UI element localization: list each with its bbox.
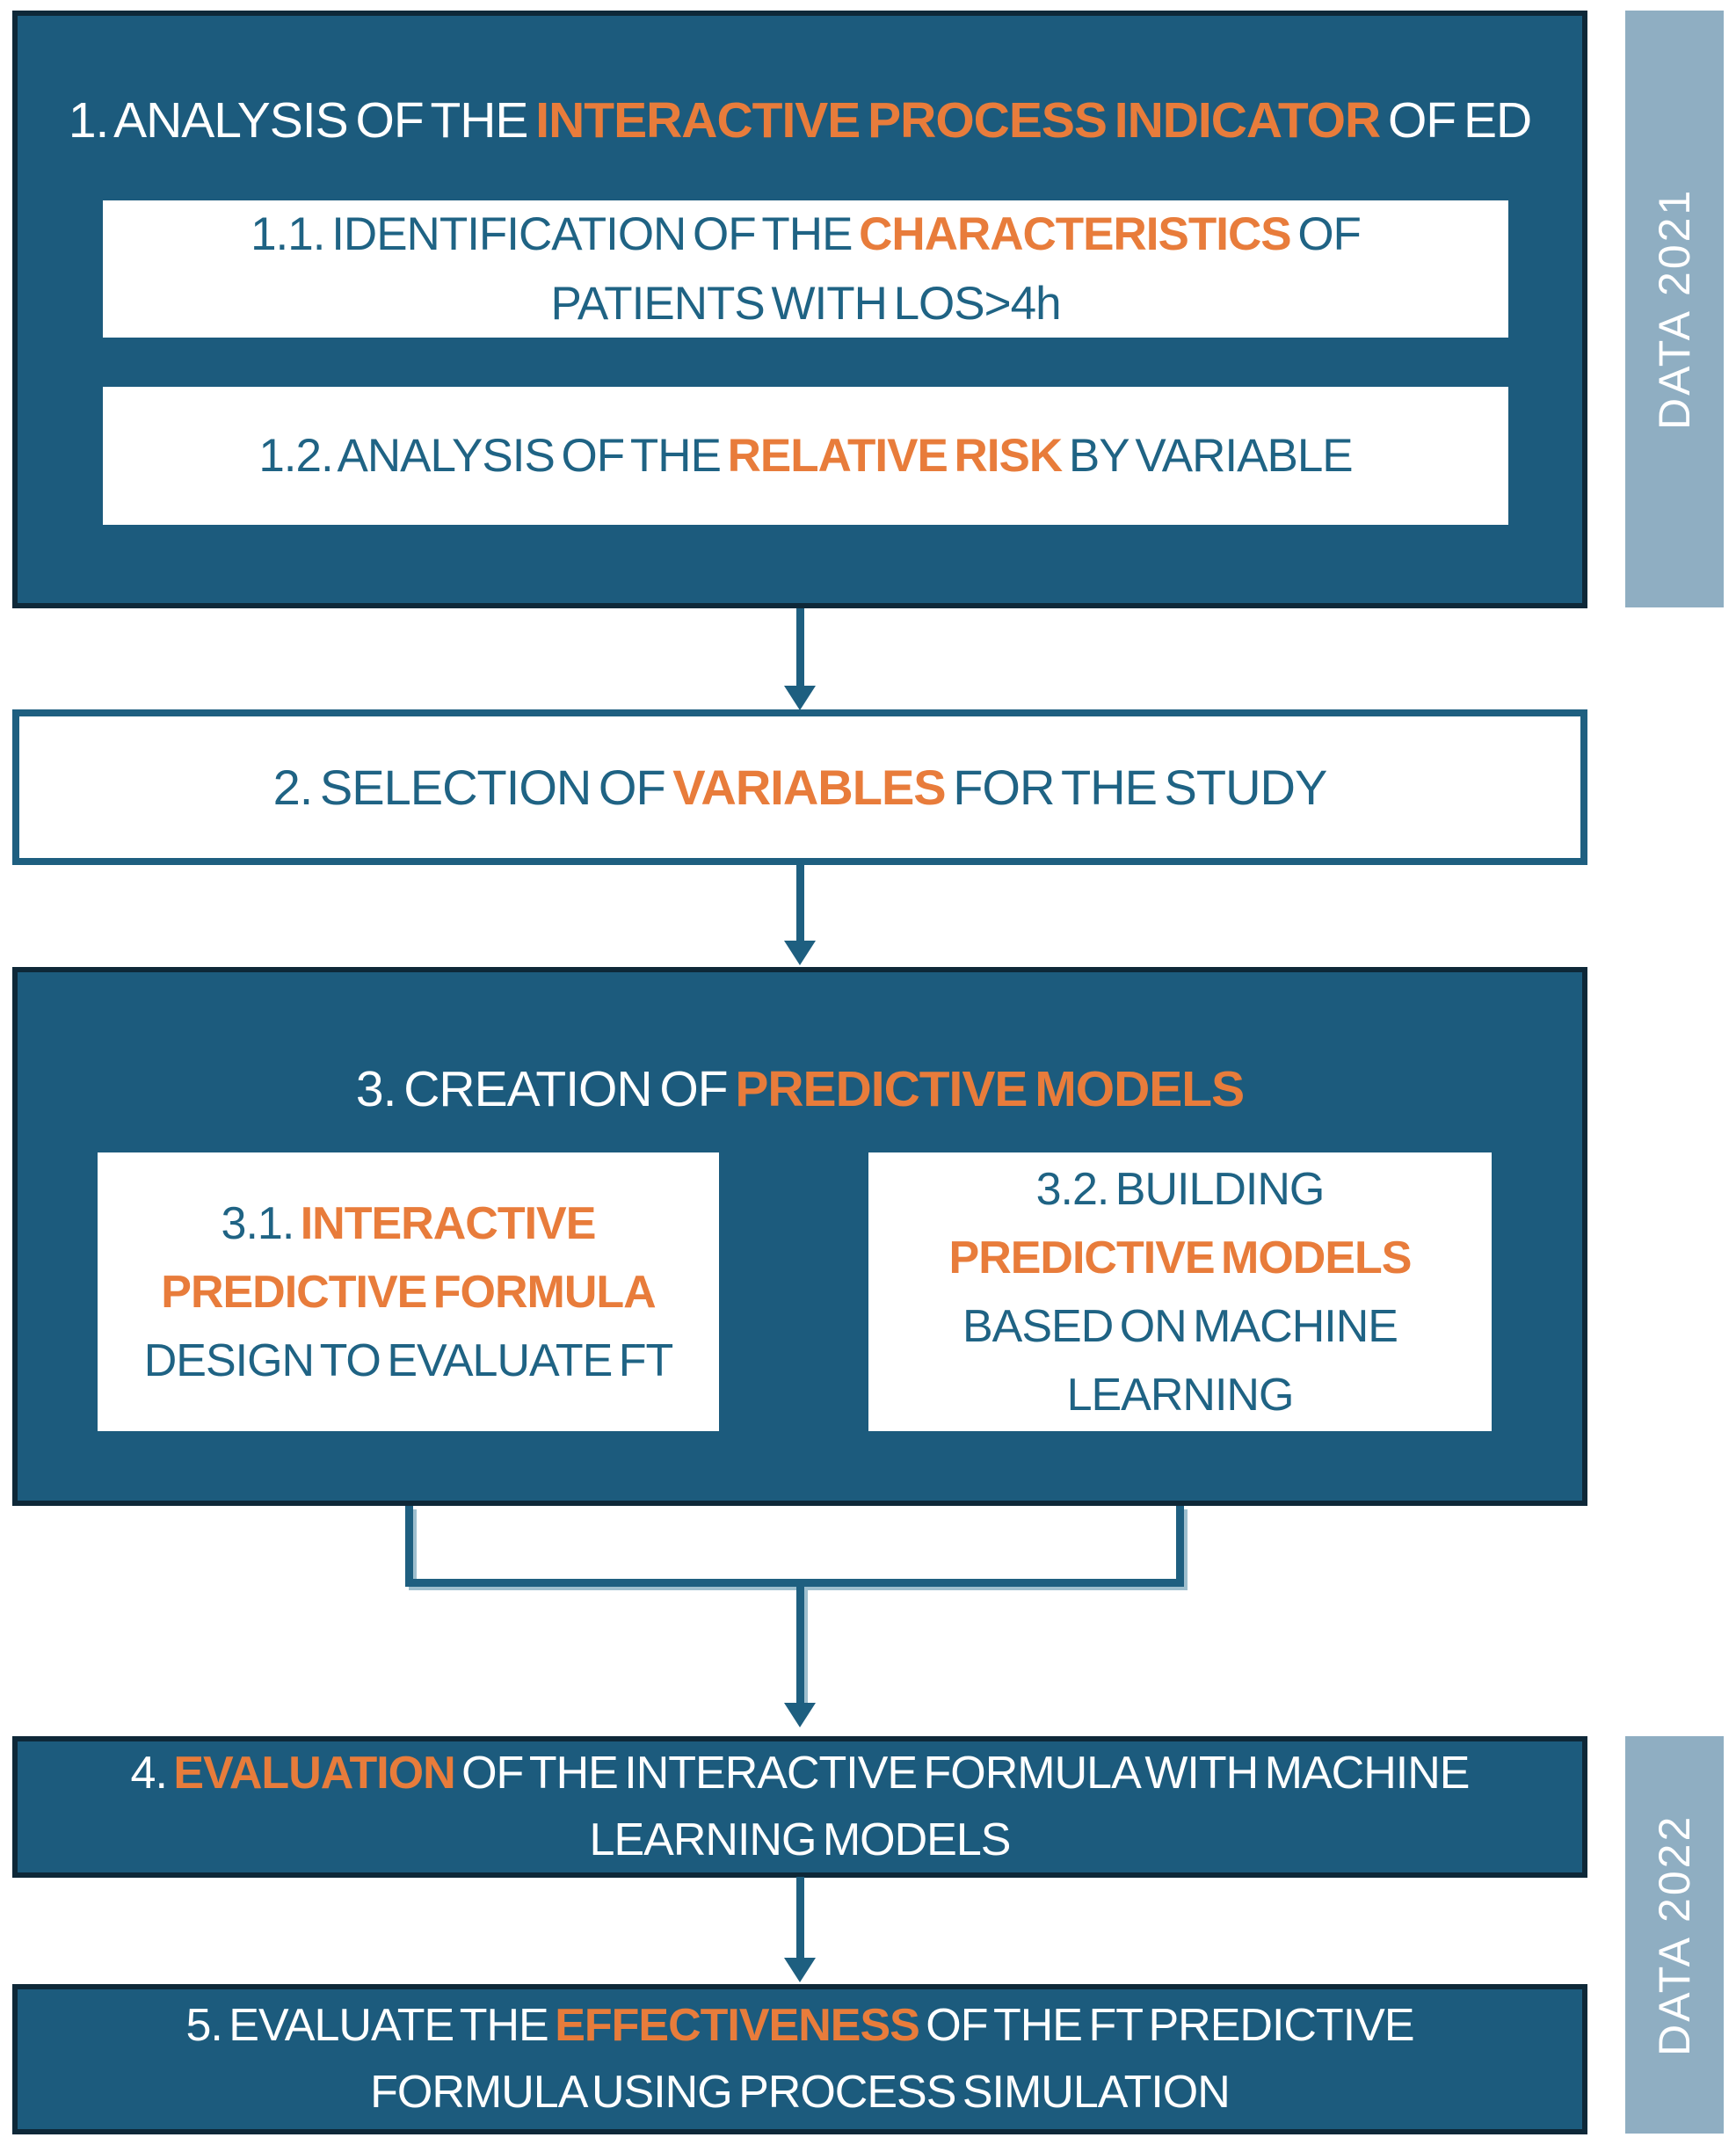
arrow-step4-to-step5-head xyxy=(784,1958,816,1982)
step5-box: 5. EVALUATE THE EFFECTIVENESS OF THE FT … xyxy=(12,1984,1587,2134)
step3-sub1-num: 3.1. xyxy=(221,1197,301,1249)
step3-title-pre: 3. CREATION OF xyxy=(355,1061,736,1117)
step3-title-highlight: PREDICTIVE MODELS xyxy=(735,1061,1245,1117)
merge-connector-bar xyxy=(405,1579,1184,1587)
step2-box: 2. SELECTION OF VARIABLES FOR THE STUDY xyxy=(12,709,1587,865)
step3-sub2-line1: 3.2. BUILDING xyxy=(1035,1163,1326,1215)
step3-sub1-highlight-2: PREDICTIVE FORMULA xyxy=(161,1266,656,1318)
step1-sub1-pre: 1.1. IDENTIFICATION OF THE xyxy=(251,207,860,260)
step4-line1: 4. EVALUATION OF THE INTERACTIVE FORMULA… xyxy=(18,1741,1582,1807)
step1-title-post: OF ED xyxy=(1380,92,1532,149)
step1-title: 1. ANALYSIS OF THE INTERACTIVE PROCESS I… xyxy=(18,91,1582,149)
step5-line2-text: FORMULA USING PROCESS SIMULATION xyxy=(370,2066,1231,2118)
step1-sub2-post: BY VARIABLE xyxy=(1062,429,1354,482)
arrow-step4-to-step5-stem xyxy=(796,1877,804,1958)
step1-sub2-pre: 1.2. ANALYSIS OF THE xyxy=(258,429,728,482)
data-2022-label: DATA 2022 xyxy=(1650,1814,1699,2056)
step1-title-highlight: INTERACTIVE PROCESS INDICATOR xyxy=(535,92,1381,149)
step1-sub1-line2: PATIENTS WITH LOS>4h xyxy=(550,278,1061,330)
step5-post: OF THE FT PREDICTIVE xyxy=(919,2000,1414,2052)
step3-sub1-text: 3.1. INTERACTIVE PREDICTIVE FORMULA DESI… xyxy=(143,1189,674,1395)
step1-sub1-box: 1.1. IDENTIFICATION OF THE CHARACTERISTI… xyxy=(103,200,1508,338)
step1-sub2-highlight: RELATIVE RISK xyxy=(727,429,1063,482)
step4-line2: LEARNING MODELS xyxy=(18,1807,1582,1873)
step3-sub2-highlight: PREDICTIVE MODELS xyxy=(948,1232,1413,1283)
step4-box: 4. EVALUATION OF THE INTERACTIVE FORMULA… xyxy=(12,1736,1587,1878)
step4-post: OF THE INTERACTIVE FORMULA WITH MACHINE xyxy=(454,1748,1470,1799)
step1-box: 1. ANALYSIS OF THE INTERACTIVE PROCESS I… xyxy=(12,11,1587,608)
step1-title-pre: 1. ANALYSIS OF THE xyxy=(68,92,536,149)
step3-sub2-box: 3.2. BUILDING PREDICTIVE MODELS BASED ON… xyxy=(868,1152,1492,1431)
step3-sub2-text: 3.2. BUILDING PREDICTIVE MODELS BASED ON… xyxy=(948,1155,1413,1429)
step3-sub1-box: 3.1. INTERACTIVE PREDICTIVE FORMULA DESI… xyxy=(98,1152,719,1431)
step2-pre: 2. SELECTION OF xyxy=(272,760,673,815)
step4-line2-text: LEARNING MODELS xyxy=(589,1814,1012,1865)
arrow-step2-to-step3-stem xyxy=(796,865,804,941)
step3-box: 3. CREATION OF PREDICTIVE MODELS 3.1. IN… xyxy=(12,967,1587,1506)
arrow-step2-to-step3-head xyxy=(784,941,816,965)
merge-connector-center-stem xyxy=(796,1587,804,1703)
data-2022-sidebar: DATA 2022 xyxy=(1625,1736,1724,2134)
data-2021-label: DATA 2021 xyxy=(1650,187,1699,431)
step5-pre: 5. EVALUATE THE xyxy=(185,2000,556,2052)
step2-text: 2. SELECTION OF VARIABLES FOR THE STUDY xyxy=(272,759,1328,816)
merge-connector-right-stem xyxy=(1176,1506,1184,1583)
step2-post: FOR THE STUDY xyxy=(945,760,1327,815)
step1-sub1-highlight: CHARACTERISTICS xyxy=(859,207,1291,260)
arrow-step1-to-step2-stem xyxy=(796,608,804,686)
step3-title: 3. CREATION OF PREDICTIVE MODELS xyxy=(18,1060,1582,1118)
step1-sub2-text: 1.2. ANALYSIS OF THE RELATIVE RISK BY VA… xyxy=(258,421,1354,491)
step4-num: 4. xyxy=(130,1748,174,1799)
step5-highlight: EFFECTIVENESS xyxy=(555,2000,920,2052)
step1-sub2-box: 1.2. ANALYSIS OF THE RELATIVE RISK BY VA… xyxy=(103,387,1508,525)
step1-sub1-text: 1.1. IDENTIFICATION OF THE CHARACTERISTI… xyxy=(251,200,1362,339)
step4-highlight: EVALUATION xyxy=(173,1748,455,1799)
step5-line2: FORMULA USING PROCESS SIMULATION xyxy=(18,2060,1582,2126)
step3-sub2-line4: LEARNING xyxy=(1066,1369,1295,1421)
step2-highlight: VARIABLES xyxy=(672,760,946,815)
step5-line1: 5. EVALUATE THE EFFECTIVENESS OF THE FT … xyxy=(18,1993,1582,2059)
step3-sub1-line3: DESIGN TO EVALUATE FT xyxy=(143,1334,674,1386)
merge-connector-left-stem xyxy=(405,1506,413,1583)
step3-sub2-line3: BASED ON MACHINE xyxy=(962,1300,1398,1352)
arrow-step1-to-step2-head xyxy=(784,686,816,710)
step3-sub1-highlight-1: INTERACTIVE xyxy=(300,1197,597,1249)
arrow-step3-to-step4-head xyxy=(784,1703,816,1727)
step1-sub1-mid: OF xyxy=(1290,207,1362,260)
data-2021-sidebar: DATA 2021 xyxy=(1625,11,1724,607)
